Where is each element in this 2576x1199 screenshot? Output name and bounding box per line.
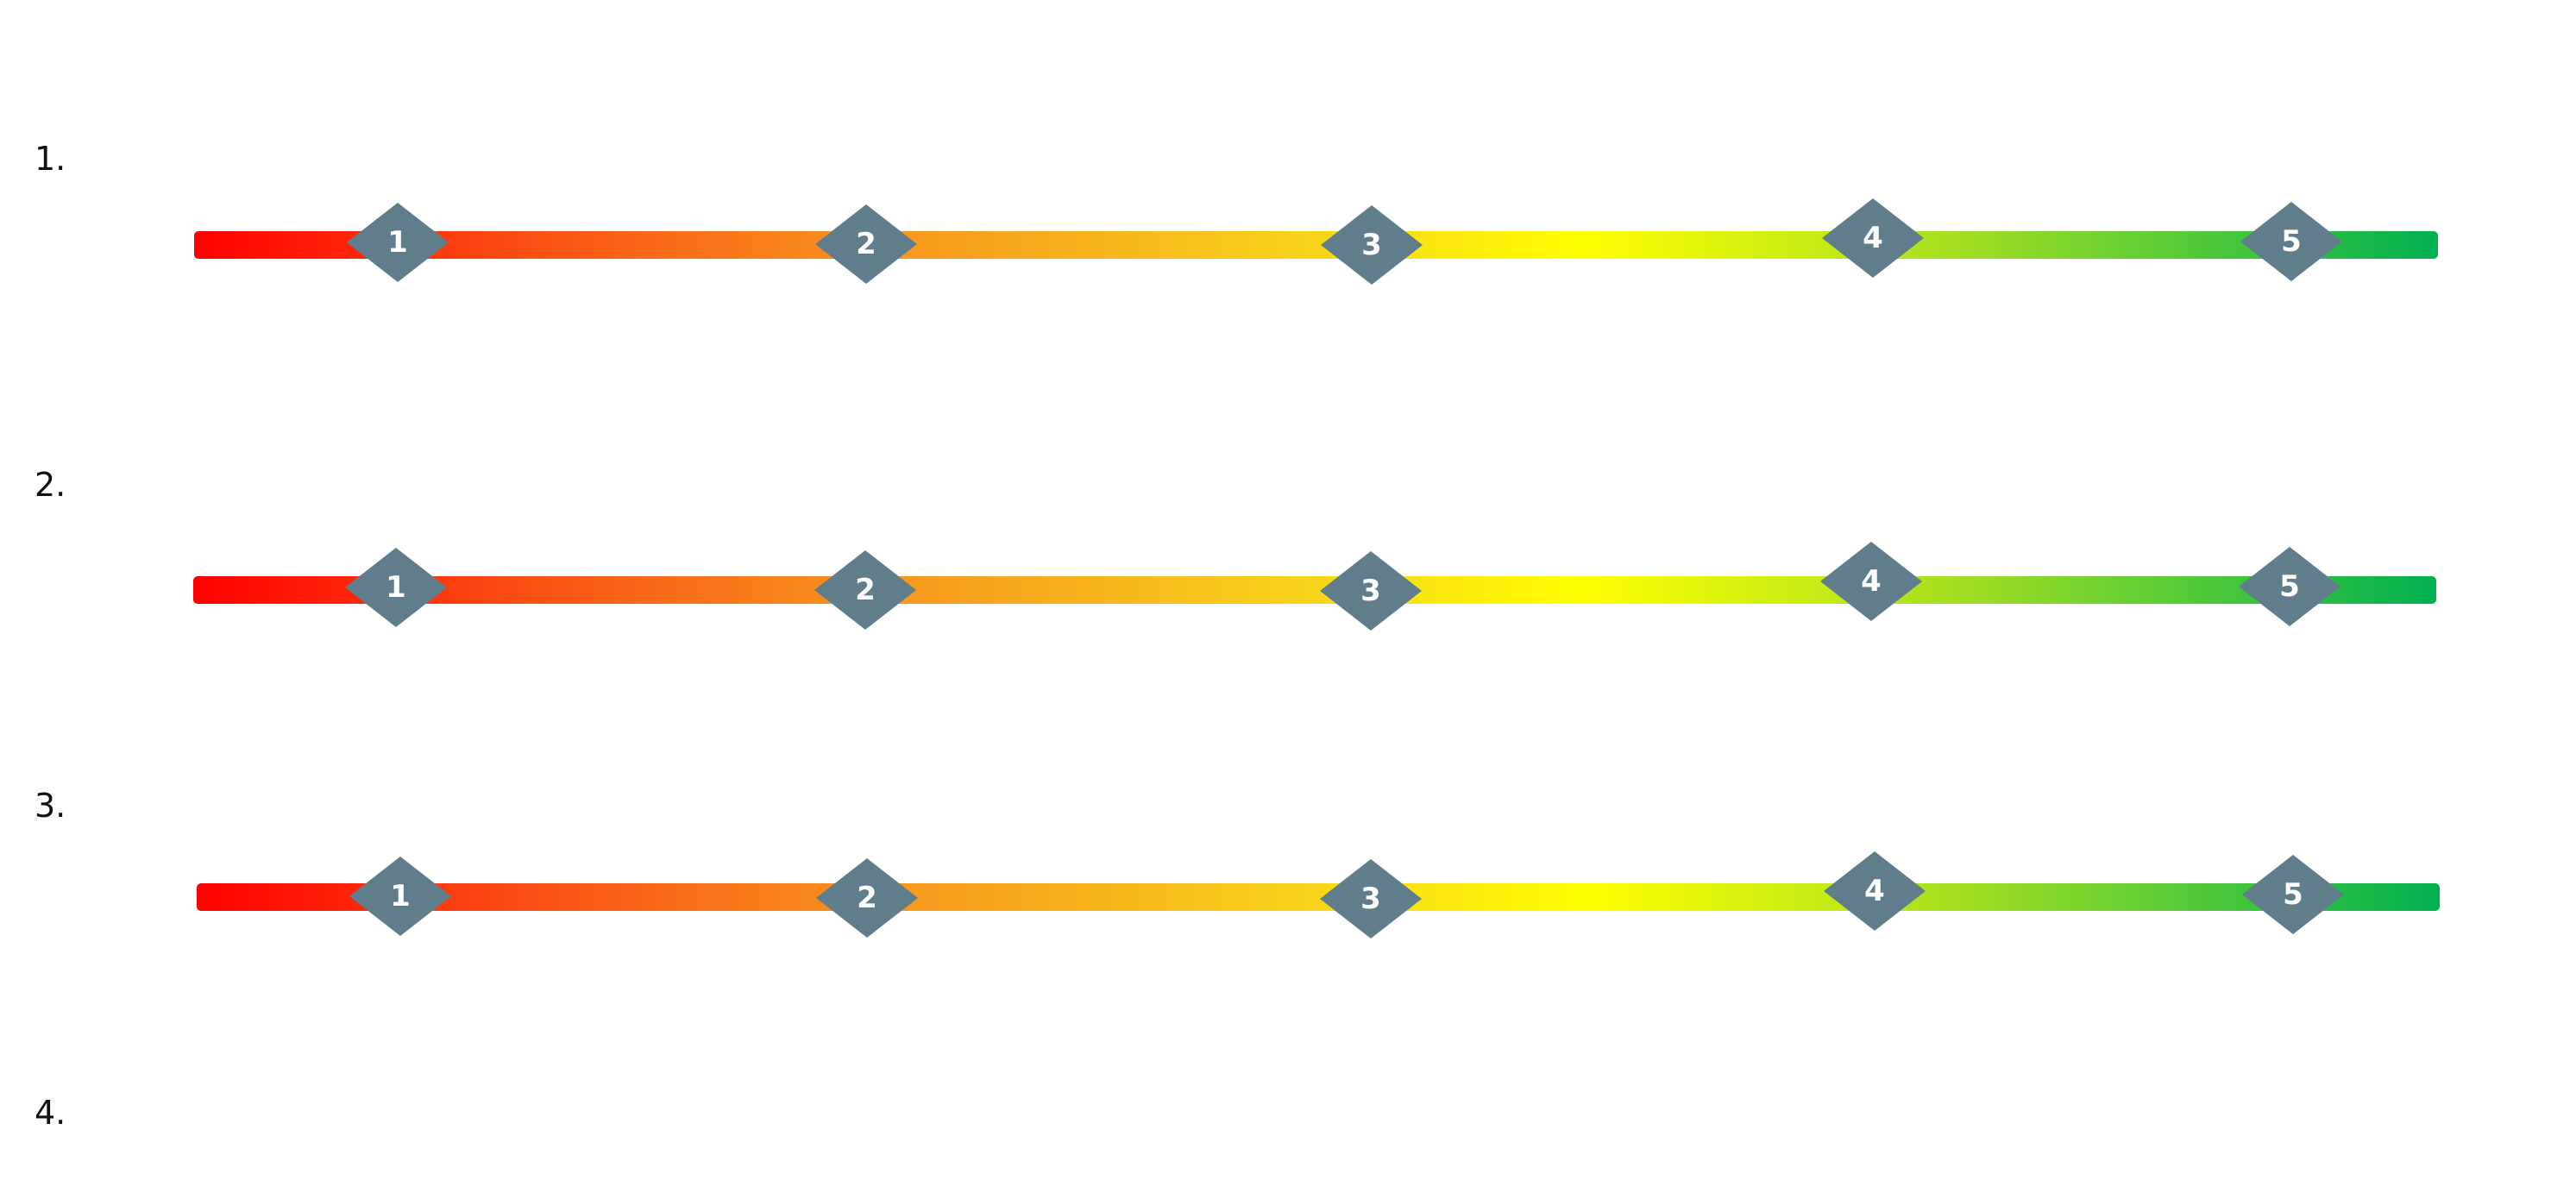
row-3-marker-2[interactable]: 2 — [816, 858, 918, 938]
diamond-icon — [1320, 551, 1422, 631]
row-3-gradient-scale — [197, 883, 2440, 911]
marker-label: 2 — [857, 881, 877, 915]
row-3-label: 3. — [35, 787, 66, 825]
diamond-icon — [814, 550, 916, 630]
diamond-icon — [1822, 198, 1924, 278]
row-1-label: 1. — [35, 140, 66, 178]
diamond-icon — [345, 548, 447, 627]
diamond-icon — [1320, 859, 1422, 938]
marker-label: 3 — [1360, 882, 1381, 916]
row-2-marker-2[interactable]: 2 — [814, 550, 916, 630]
diamond-icon — [1820, 542, 1922, 621]
diamond-icon — [816, 858, 918, 938]
marker-label: 5 — [2279, 569, 2300, 604]
diamond-icon — [2239, 547, 2340, 626]
marker-label: 4 — [1861, 564, 1882, 599]
row-4-label: 4. — [35, 1094, 66, 1132]
row-3-marker-5[interactable]: 5 — [2242, 855, 2344, 934]
marker-label: 4 — [1863, 221, 1883, 255]
marker-label: 1 — [387, 225, 408, 260]
row-3-marker-4[interactable]: 4 — [1824, 851, 1926, 931]
row-2-gradient-scale — [193, 576, 2436, 604]
marker-label: 3 — [1360, 574, 1381, 608]
diamond-icon — [2240, 202, 2342, 281]
row-2-marker-5[interactable]: 5 — [2239, 547, 2340, 626]
diamond-icon — [1824, 851, 1926, 931]
marker-label: 5 — [2281, 224, 2302, 259]
row-3-marker-1[interactable]: 1 — [349, 857, 451, 936]
row-2-label: 2. — [35, 466, 66, 504]
diamond-icon — [815, 204, 917, 284]
row-1-marker-5[interactable]: 5 — [2240, 202, 2342, 281]
row-2-marker-3[interactable]: 3 — [1320, 551, 1422, 631]
marker-label: 1 — [386, 570, 406, 605]
diamond-icon — [1321, 205, 1423, 285]
row-3-marker-3[interactable]: 3 — [1320, 859, 1422, 938]
marker-label: 3 — [1361, 228, 1382, 262]
marker-label: 2 — [856, 227, 876, 261]
row-1-marker-2[interactable]: 2 — [815, 204, 917, 284]
diamond-icon — [349, 857, 451, 936]
row-1-gradient-scale — [194, 231, 2438, 259]
row-1-marker-3[interactable]: 3 — [1321, 205, 1423, 285]
diamond-icon — [2242, 855, 2344, 934]
row-1-marker-1[interactable]: 1 — [347, 203, 449, 282]
diamond-icon — [347, 203, 449, 282]
row-2-marker-1[interactable]: 1 — [345, 548, 447, 627]
marker-label: 1 — [390, 879, 411, 913]
marker-label: 5 — [2283, 877, 2303, 912]
row-2-marker-4[interactable]: 4 — [1820, 542, 1922, 621]
row-1-marker-4[interactable]: 4 — [1822, 198, 1924, 278]
marker-label: 2 — [855, 573, 876, 607]
marker-label: 4 — [1864, 874, 1885, 908]
